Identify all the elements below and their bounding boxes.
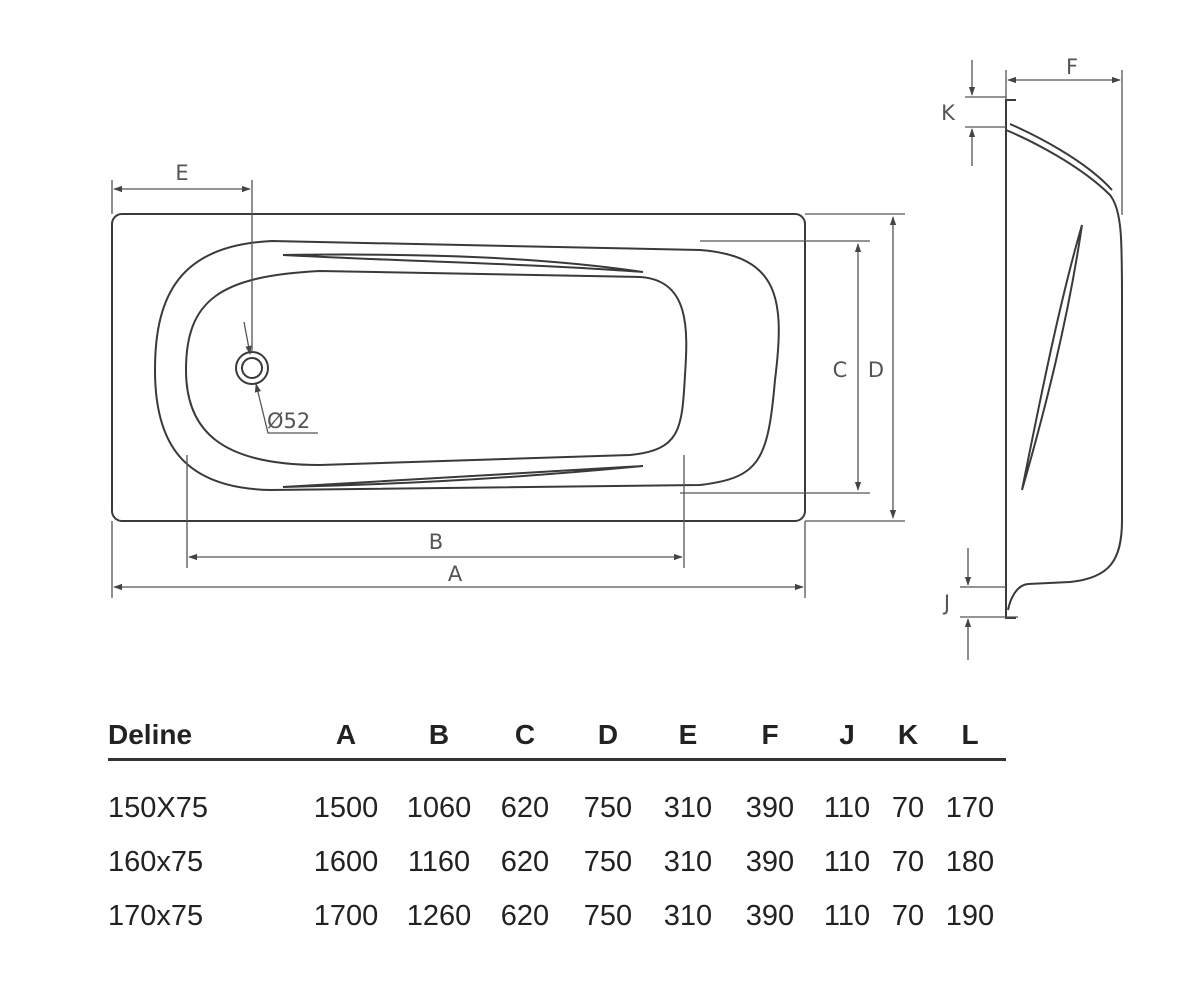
header-j: J [812,712,882,761]
top-view [111,213,806,522]
table-cell: 620 [500,792,550,824]
header-model: Deline [108,712,296,761]
table-row: 160x75 1600 1160 620 750 310 390 110 70 … [108,825,1006,879]
table-cell: 620 [500,846,550,878]
label-f: F [1066,55,1078,79]
tub-side-profile-outer [1005,99,1123,619]
table-cell: 1700 [313,900,379,932]
tub-side-profile-inner [1009,123,1113,191]
table-cell: 310 [663,792,713,824]
tub-upper-basin [153,239,780,492]
drain-hole-inner [241,357,263,379]
label-d: D [868,358,884,382]
armrest-bottom [282,465,644,488]
header-a: A [296,712,396,761]
table-header-row: Deline A B C D E F J K L [108,712,1006,761]
label-a: A [448,562,463,586]
label-k: K [941,101,956,125]
table-cell: 180 [945,846,995,878]
table-cell: 620 [500,900,550,932]
table-cell: 750 [583,900,633,932]
table-cell: 390 [745,846,795,878]
table-cell: 70 [891,792,925,824]
tub-lower-basin [184,269,688,467]
side-view-dimensions [960,60,1123,660]
dimension-labels: E B A C D Ø52 F K J [175,55,1078,615]
header-b: B [396,712,482,761]
label-c: C [833,358,848,382]
table-cell: 110 [823,900,871,932]
table-row: 150X75 1500 1060 620 750 310 390 110 70 … [108,760,1006,826]
label-e: E [175,161,188,185]
table-cell: 750 [583,792,633,824]
table-cell: 170x75 [108,900,204,932]
table-cell: 1500 [313,792,379,824]
table-cell: 170 [945,792,995,824]
header-l: L [934,712,1006,761]
table-cell: 150X75 [108,792,208,824]
table-cell: 390 [745,792,795,824]
table-cell: 160x75 [108,846,204,878]
header-f: F [728,712,812,761]
label-drain-diameter: Ø52 [267,409,310,433]
table-cell: 750 [583,846,633,878]
header-k: K [882,712,934,761]
side-view [1005,99,1123,619]
table-cell: 1160 [407,846,471,878]
top-view-dimensions [111,180,905,598]
table-cell: 190 [945,900,995,932]
dimensions-table: Deline A B C D E F J K L 150X75 1500 106… [108,712,1006,933]
label-b: B [429,530,443,554]
table-cell: 70 [891,900,925,932]
bathtub-technical-drawing: E B A C D Ø52 F K J [111,55,1123,660]
table-cell: 310 [663,846,713,878]
table-cell: 310 [663,900,713,932]
table-cell: 1260 [406,900,472,932]
dimensions-table-container: Deline A B C D E F J K L 150X75 1500 106… [108,712,1008,933]
header-d: D [568,712,648,761]
label-j: J [942,591,950,615]
tub-outer-rim [111,213,806,522]
armrest-top [282,253,644,273]
table-cell: 1060 [406,792,472,824]
table-cell: 110 [823,846,871,878]
table-row: 170x75 1700 1260 620 750 310 390 110 70 … [108,879,1006,933]
table-cell: 70 [891,846,925,878]
drain-hole-outer [235,351,269,385]
table-cell: 390 [745,900,795,932]
armrest-side-profile [1021,224,1083,491]
table-cell: 1600 [313,846,379,878]
header-c: C [482,712,568,761]
table-cell: 110 [823,792,871,824]
header-e: E [648,712,728,761]
